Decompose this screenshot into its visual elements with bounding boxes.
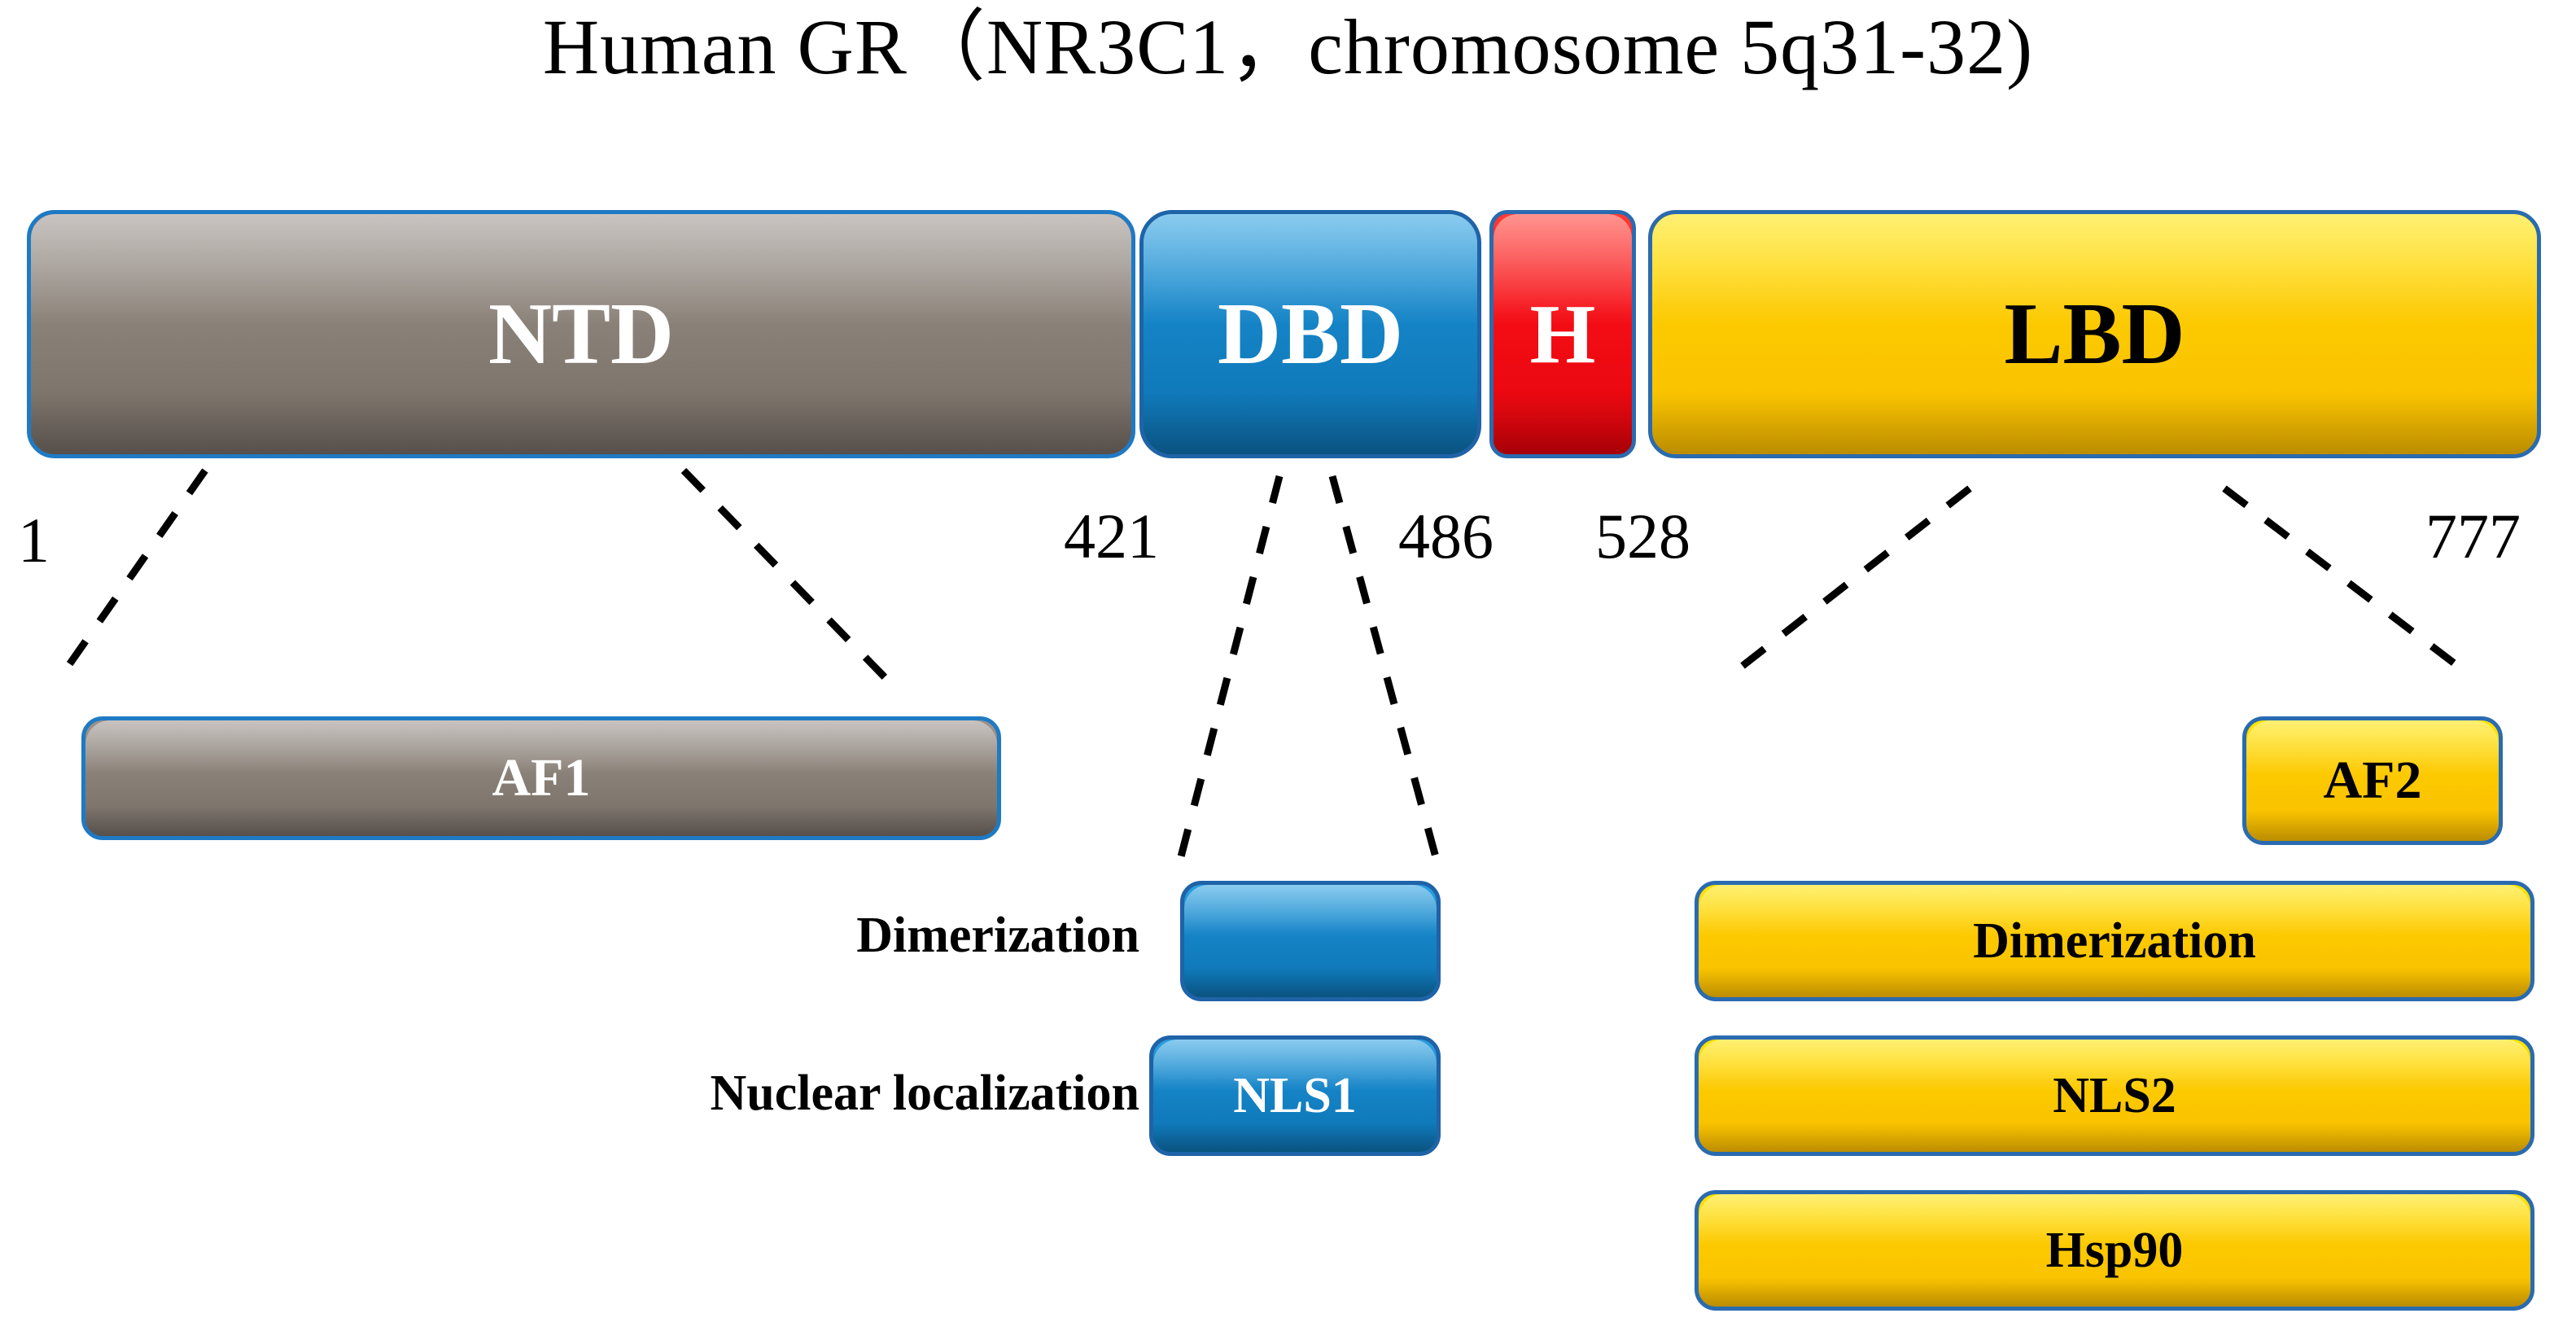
leader-ntd-left <box>55 468 208 682</box>
domain-label-lbd: LBD <box>2004 285 2185 383</box>
leader-lbd-left <box>1725 485 1972 681</box>
domain-label-hinge: H <box>1529 287 1596 381</box>
feature-label-nls1: NLS1 <box>1233 1067 1357 1123</box>
diagram-title: Human GR（NR3C1，chromosome 5q31-32) <box>542 3 2034 90</box>
residue-label-421: 421 <box>1064 501 1159 571</box>
leader-dbd-left <box>1174 475 1284 868</box>
feature-label-nls2: NLS2 <box>2053 1067 2176 1123</box>
domain-block-dbd[interactable]: DBD <box>1139 210 1481 458</box>
feature-label-lbd-dimerization: Dimerization <box>1973 913 2256 969</box>
feature-box-af2[interactable]: AF2 <box>2242 716 2503 845</box>
feature-label-af2: AF2 <box>2323 751 2422 810</box>
residue-label-1: 1 <box>18 505 50 576</box>
domain-label-ntd: NTD <box>488 285 675 383</box>
residue-label-486: 486 <box>1398 501 1494 571</box>
feature-box-af1[interactable]: AF1 <box>81 716 1001 840</box>
domain-block-hinge[interactable]: H <box>1489 210 1636 458</box>
domain-block-ntd[interactable]: NTD <box>27 210 1135 458</box>
row-caption-dimerization: Dimerization <box>856 908 1139 963</box>
residue-label-777: 777 <box>2425 501 2521 571</box>
row-caption-nuclear-localization: Nuclear localization <box>710 1066 1139 1121</box>
feature-box-nls2[interactable]: NLS2 <box>1695 1035 2534 1156</box>
feature-label-hsp90: Hsp90 <box>2045 1222 2184 1278</box>
domain-block-lbd[interactable]: LBD <box>1648 210 2541 458</box>
feature-box-lbd-dimerization[interactable]: Dimerization <box>1695 881 2534 1001</box>
feature-box-nls1[interactable]: NLS1 <box>1149 1035 1441 1156</box>
feature-box-hsp90[interactable]: Hsp90 <box>1695 1190 2534 1311</box>
residue-label-528: 528 <box>1595 501 1690 571</box>
leader-ntd-right <box>680 467 890 683</box>
feature-box-dbd-dimerization[interactable] <box>1180 881 1441 1001</box>
feature-label-af1: AF1 <box>492 748 591 808</box>
domain-label-dbd: DBD <box>1217 285 1404 383</box>
